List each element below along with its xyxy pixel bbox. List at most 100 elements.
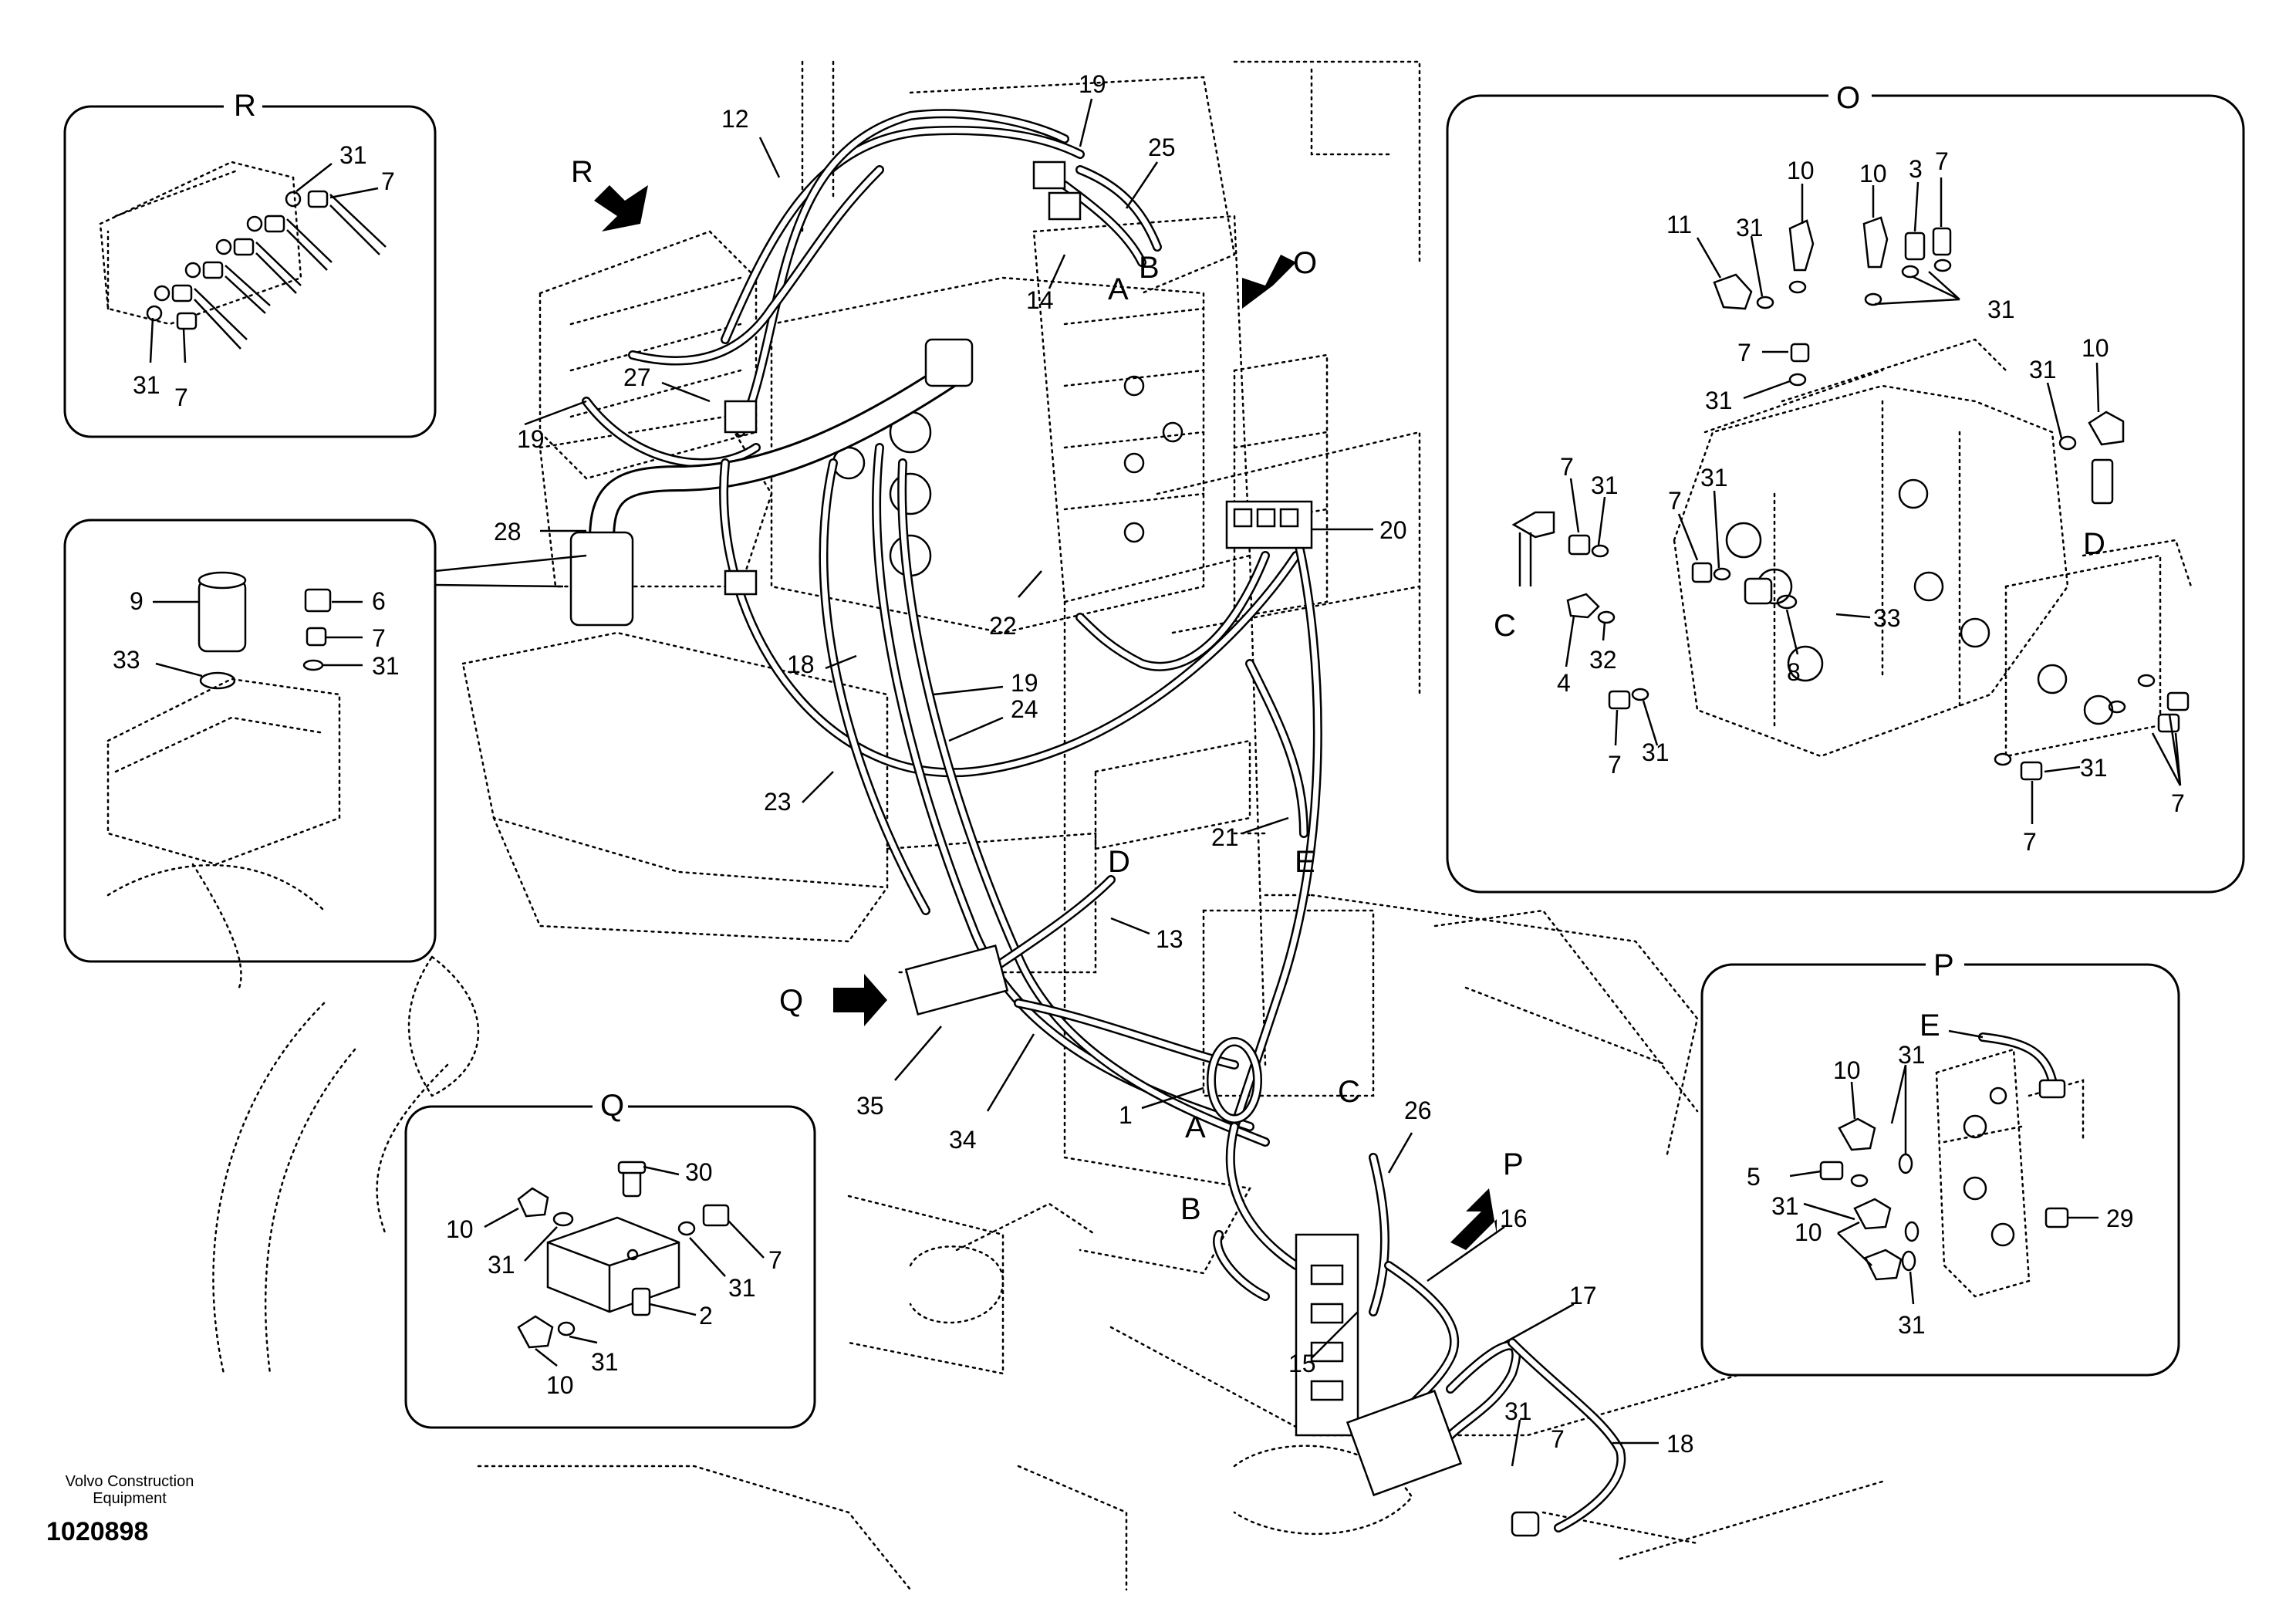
main-callout: B xyxy=(1139,251,1160,285)
main-callout: 21 xyxy=(1211,823,1239,851)
inset-q-callout: 30 xyxy=(685,1158,713,1186)
inset-o-callout: 31 xyxy=(1642,738,1670,766)
inset-detail-9: 9 6 7 31 33 xyxy=(63,519,587,989)
main-callout: 18 xyxy=(787,650,815,678)
inset-q-callout: 10 xyxy=(546,1371,574,1399)
inset-p-callout: 31 xyxy=(1898,1041,1926,1069)
main-fittings xyxy=(569,161,1540,1537)
main-callout: E xyxy=(1295,845,1315,879)
inset-o-callout: 7 xyxy=(1737,339,1751,367)
inset-o-callout: 10 xyxy=(1787,157,1815,184)
main-leaders xyxy=(524,98,1659,1467)
inset-o-callout: D xyxy=(2083,527,2105,561)
inset-title-p: P xyxy=(1933,948,1954,982)
main-callout: 28 xyxy=(494,518,522,546)
main-callout: 25 xyxy=(1148,133,1176,161)
main-callout: 19 xyxy=(1011,669,1038,697)
inset-q-callout: 10 xyxy=(446,1215,474,1243)
main-callout: 19 xyxy=(1079,70,1106,98)
main-callout: 14 xyxy=(1026,286,1054,314)
inset-o-callout: 31 xyxy=(2029,356,2057,384)
main-callout: A xyxy=(1108,272,1129,306)
main-callout: A xyxy=(1185,1110,1206,1144)
inset-p-callout: E xyxy=(1920,1009,1940,1042)
inset-title-r: R xyxy=(234,89,256,123)
main-callout: B xyxy=(1180,1192,1201,1226)
company-name-line1: Volvo Construction xyxy=(66,1473,194,1490)
view-label-q: Q xyxy=(779,984,803,1018)
inset-title-q: Q xyxy=(600,1089,624,1123)
inset-q-callout: 2 xyxy=(699,1302,713,1330)
inset-o-callout: 10 xyxy=(1859,160,1887,188)
main-callout: 18 xyxy=(1666,1430,1694,1458)
document-number: 1020898 xyxy=(46,1517,148,1546)
inset-o-callout: 33 xyxy=(1873,604,1901,632)
inset-o-callout: 31 xyxy=(1591,471,1619,499)
inset-o-callout: 31 xyxy=(1705,387,1733,414)
view-label-r: R xyxy=(571,155,593,189)
main-callout: 17 xyxy=(1569,1282,1597,1309)
inset-o-callout: 8 xyxy=(1787,658,1801,686)
inset-r: R 31 7 31 7 xyxy=(63,89,437,438)
machine-frame-outline xyxy=(212,60,1884,1591)
inset-p-callout: 10 xyxy=(1833,1056,1861,1084)
view-label-p: P xyxy=(1503,1147,1524,1181)
inset-q-callout: 7 xyxy=(768,1246,782,1274)
inset-o-callout: 7 xyxy=(2023,828,2037,856)
main-callout: 22 xyxy=(989,612,1017,640)
main-callout: 34 xyxy=(949,1126,977,1154)
inset-title-o: O xyxy=(1836,81,1860,115)
main-callout: 15 xyxy=(1288,1350,1316,1377)
inset-r-callout: 7 xyxy=(174,384,188,411)
main-callout: 13 xyxy=(1156,925,1183,953)
inset-r-callout: 31 xyxy=(339,141,367,169)
main-callout: 16 xyxy=(1500,1205,1528,1232)
main-callout: 19 xyxy=(517,425,545,453)
inset-p-callout: 29 xyxy=(2106,1205,2134,1232)
main-callout: 20 xyxy=(1379,516,1407,544)
inset-o-callout: 10 xyxy=(2082,334,2109,362)
main-callout: 27 xyxy=(623,363,651,391)
inset-o-callout: 7 xyxy=(2171,789,2185,817)
inset-q: Q 30 10 31 7 31 2 10 31 xyxy=(404,1089,816,1429)
inset-o-callout: 31 xyxy=(2080,754,2108,782)
inset-o-callout: 7 xyxy=(1668,487,1682,515)
view-label-o: O xyxy=(1293,246,1317,280)
detail9-callout: 9 xyxy=(130,587,144,615)
main-callout: 26 xyxy=(1404,1097,1432,1124)
main-callout: 7 xyxy=(1551,1425,1565,1453)
inset-p-callout: 31 xyxy=(1898,1311,1926,1339)
main-callout: 23 xyxy=(764,788,792,816)
main-callouts: 12 19 25 A B 14 27 19 28 20 22 18 19 24 … xyxy=(494,70,1694,1458)
inset-o-callout: 7 xyxy=(1935,147,1949,175)
main-callout: 24 xyxy=(1011,695,1038,723)
inset-r-callout: 31 xyxy=(133,371,160,399)
main-callout: C xyxy=(1338,1075,1360,1109)
inset-o-callout: 31 xyxy=(1736,214,1764,242)
inset-o-callout: 31 xyxy=(1987,296,2015,323)
inset-r-callout: 7 xyxy=(381,167,395,195)
company-name-line2: Equipment xyxy=(93,1490,167,1507)
inset-o-callout: 32 xyxy=(1589,646,1617,674)
inset-o: O xyxy=(1446,80,2245,894)
view-arrow-icon xyxy=(594,185,1497,1250)
inset-o-callout: C xyxy=(1494,609,1516,643)
pilot-block-r xyxy=(539,230,758,480)
main-callout: 35 xyxy=(856,1092,884,1120)
main-callout: 1 xyxy=(1119,1101,1133,1129)
inset-p-callout: 5 xyxy=(1747,1163,1761,1191)
main-callout: D xyxy=(1108,845,1130,879)
inset-p-callout: 10 xyxy=(1795,1218,1822,1246)
inset-p: P E 10 31 5 31 10 29 31 xyxy=(1700,948,2180,1377)
detail9-callout: 31 xyxy=(372,652,400,680)
inset-o-callout: 3 xyxy=(1909,155,1923,183)
detail9-callout: 33 xyxy=(113,646,140,674)
detail9-callout: 6 xyxy=(372,587,386,615)
main-callout: 31 xyxy=(1504,1397,1532,1425)
inset-o-callout: 7 xyxy=(1608,751,1622,779)
inset-q-callout: 31 xyxy=(488,1251,515,1279)
inset-o-callout: 11 xyxy=(1666,211,1692,238)
inset-o-callout: 31 xyxy=(1700,464,1728,492)
inset-o-callout: 7 xyxy=(1560,453,1574,481)
